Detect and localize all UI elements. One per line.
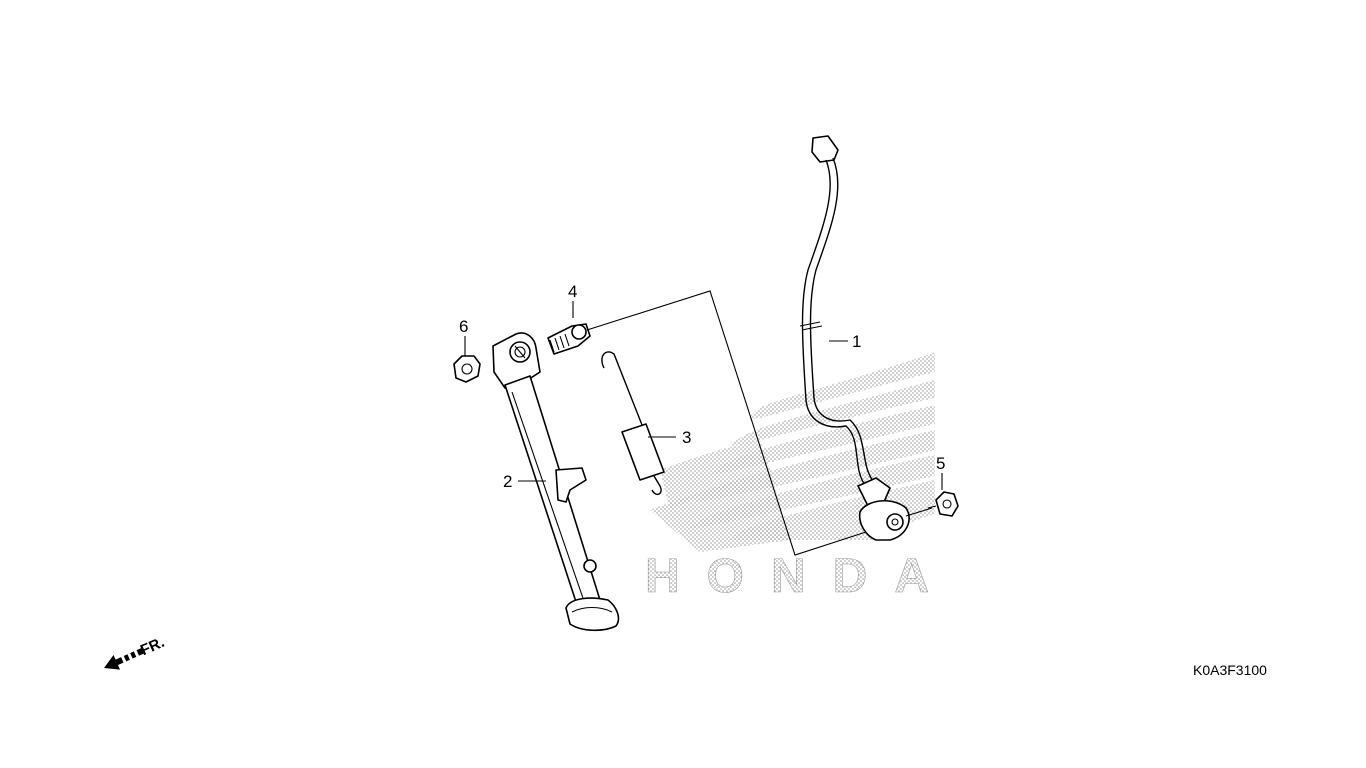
callout-5[interactable]: 5 — [936, 454, 945, 473]
diagram-code: K0A3F3100 — [1193, 662, 1267, 678]
side-stand-switch[interactable] — [799, 135, 910, 541]
side-stand-spring[interactable] — [601, 351, 665, 496]
side-stand[interactable] — [492, 332, 620, 632]
callout-4[interactable]: 4 — [568, 282, 577, 301]
flange-bolt[interactable] — [927, 491, 959, 517]
front-direction-label: FR. — [138, 634, 167, 659]
callout-leaders — [464, 301, 943, 517]
brand-watermark-text: HONDA — [645, 550, 935, 603]
brand-watermark: HONDA — [645, 352, 935, 603]
lock-nut[interactable] — [453, 355, 481, 383]
front-direction-indicator: FR. — [104, 634, 167, 670]
callout-2[interactable]: 2 — [503, 472, 512, 491]
callout-1[interactable]: 1 — [852, 332, 861, 351]
assembly-leader-line — [586, 290, 867, 556]
pivot-bolt[interactable] — [547, 323, 591, 355]
callout-3[interactable]: 3 — [682, 428, 691, 447]
front-arrow-icon — [104, 648, 144, 670]
callout-6[interactable]: 6 — [459, 317, 468, 336]
